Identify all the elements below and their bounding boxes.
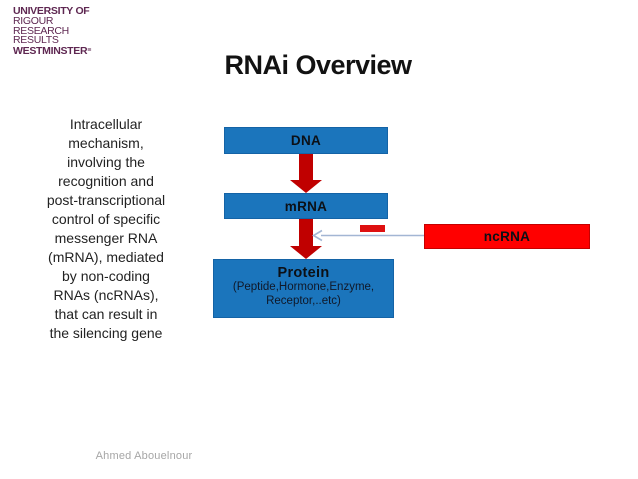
description-line: control of specific	[51, 211, 161, 227]
logo-line-westminster: WESTMINSTER≡	[13, 45, 91, 58]
arrow-shaft	[299, 154, 313, 180]
description-line: post-transcriptional	[46, 192, 166, 208]
description-line: messenger RNA	[54, 230, 158, 246]
down-arrow-icon	[290, 219, 322, 259]
arrow-head	[290, 180, 322, 193]
arrow-shaft	[299, 219, 313, 246]
diagram-node-ncrna: ncRNA	[424, 224, 590, 249]
diagram-node-dna: DNA	[224, 127, 388, 154]
protein-label: Protein	[277, 265, 330, 281]
arrow-head	[290, 246, 322, 259]
dna-label: DNA	[290, 133, 322, 148]
logo-line: UNIVERSITY OF	[13, 5, 90, 17]
description-text: Intracellular mechanism, involving the r…	[8, 115, 204, 343]
description-line: by non-coding	[62, 268, 150, 284]
description-line: RNAs (ncRNAs),	[53, 287, 159, 303]
description-line: (mRNA), mediated	[48, 249, 164, 265]
description-line: the silencing gene	[49, 325, 163, 341]
diagram-node-mrna: mRNA	[224, 193, 388, 219]
description-line: Intracellular	[69, 116, 143, 132]
ncrna-label: ncRNA	[483, 229, 531, 244]
description-line: mechanism,	[68, 135, 144, 151]
diagram-node-protein: Protein (Peptide,Hormone,Enzyme, Recepto…	[213, 259, 394, 318]
logo-line: RIGOUR	[13, 14, 54, 27]
mrna-label: mRNA	[284, 198, 328, 214]
protein-subline: Receptor,..etc)	[266, 294, 341, 307]
logo-line: RESEARCH	[13, 24, 69, 37]
page-title: RNAi Overview	[224, 50, 412, 80]
logo-flag-icon: ≡	[87, 47, 91, 55]
logo-line: RESULTS	[13, 34, 59, 47]
description-line: involving the	[67, 154, 145, 170]
inhibition-connector-arrow-icon	[312, 229, 426, 242]
author-credit: Ahmed Abouelnour	[95, 450, 193, 462]
logo-westminster-text: WESTMINSTER	[13, 45, 88, 58]
down-arrow-icon	[290, 154, 322, 193]
description-line: recognition and	[58, 173, 154, 189]
university-logo: UNIVERSITY OF RIGOUR RESEARCH RESULTS WE…	[13, 5, 91, 58]
protein-subline: (Peptide,Hormone,Enzyme,	[232, 281, 375, 293]
description-line: that can result in	[54, 306, 158, 322]
inhibition-minus-icon	[360, 225, 385, 232]
